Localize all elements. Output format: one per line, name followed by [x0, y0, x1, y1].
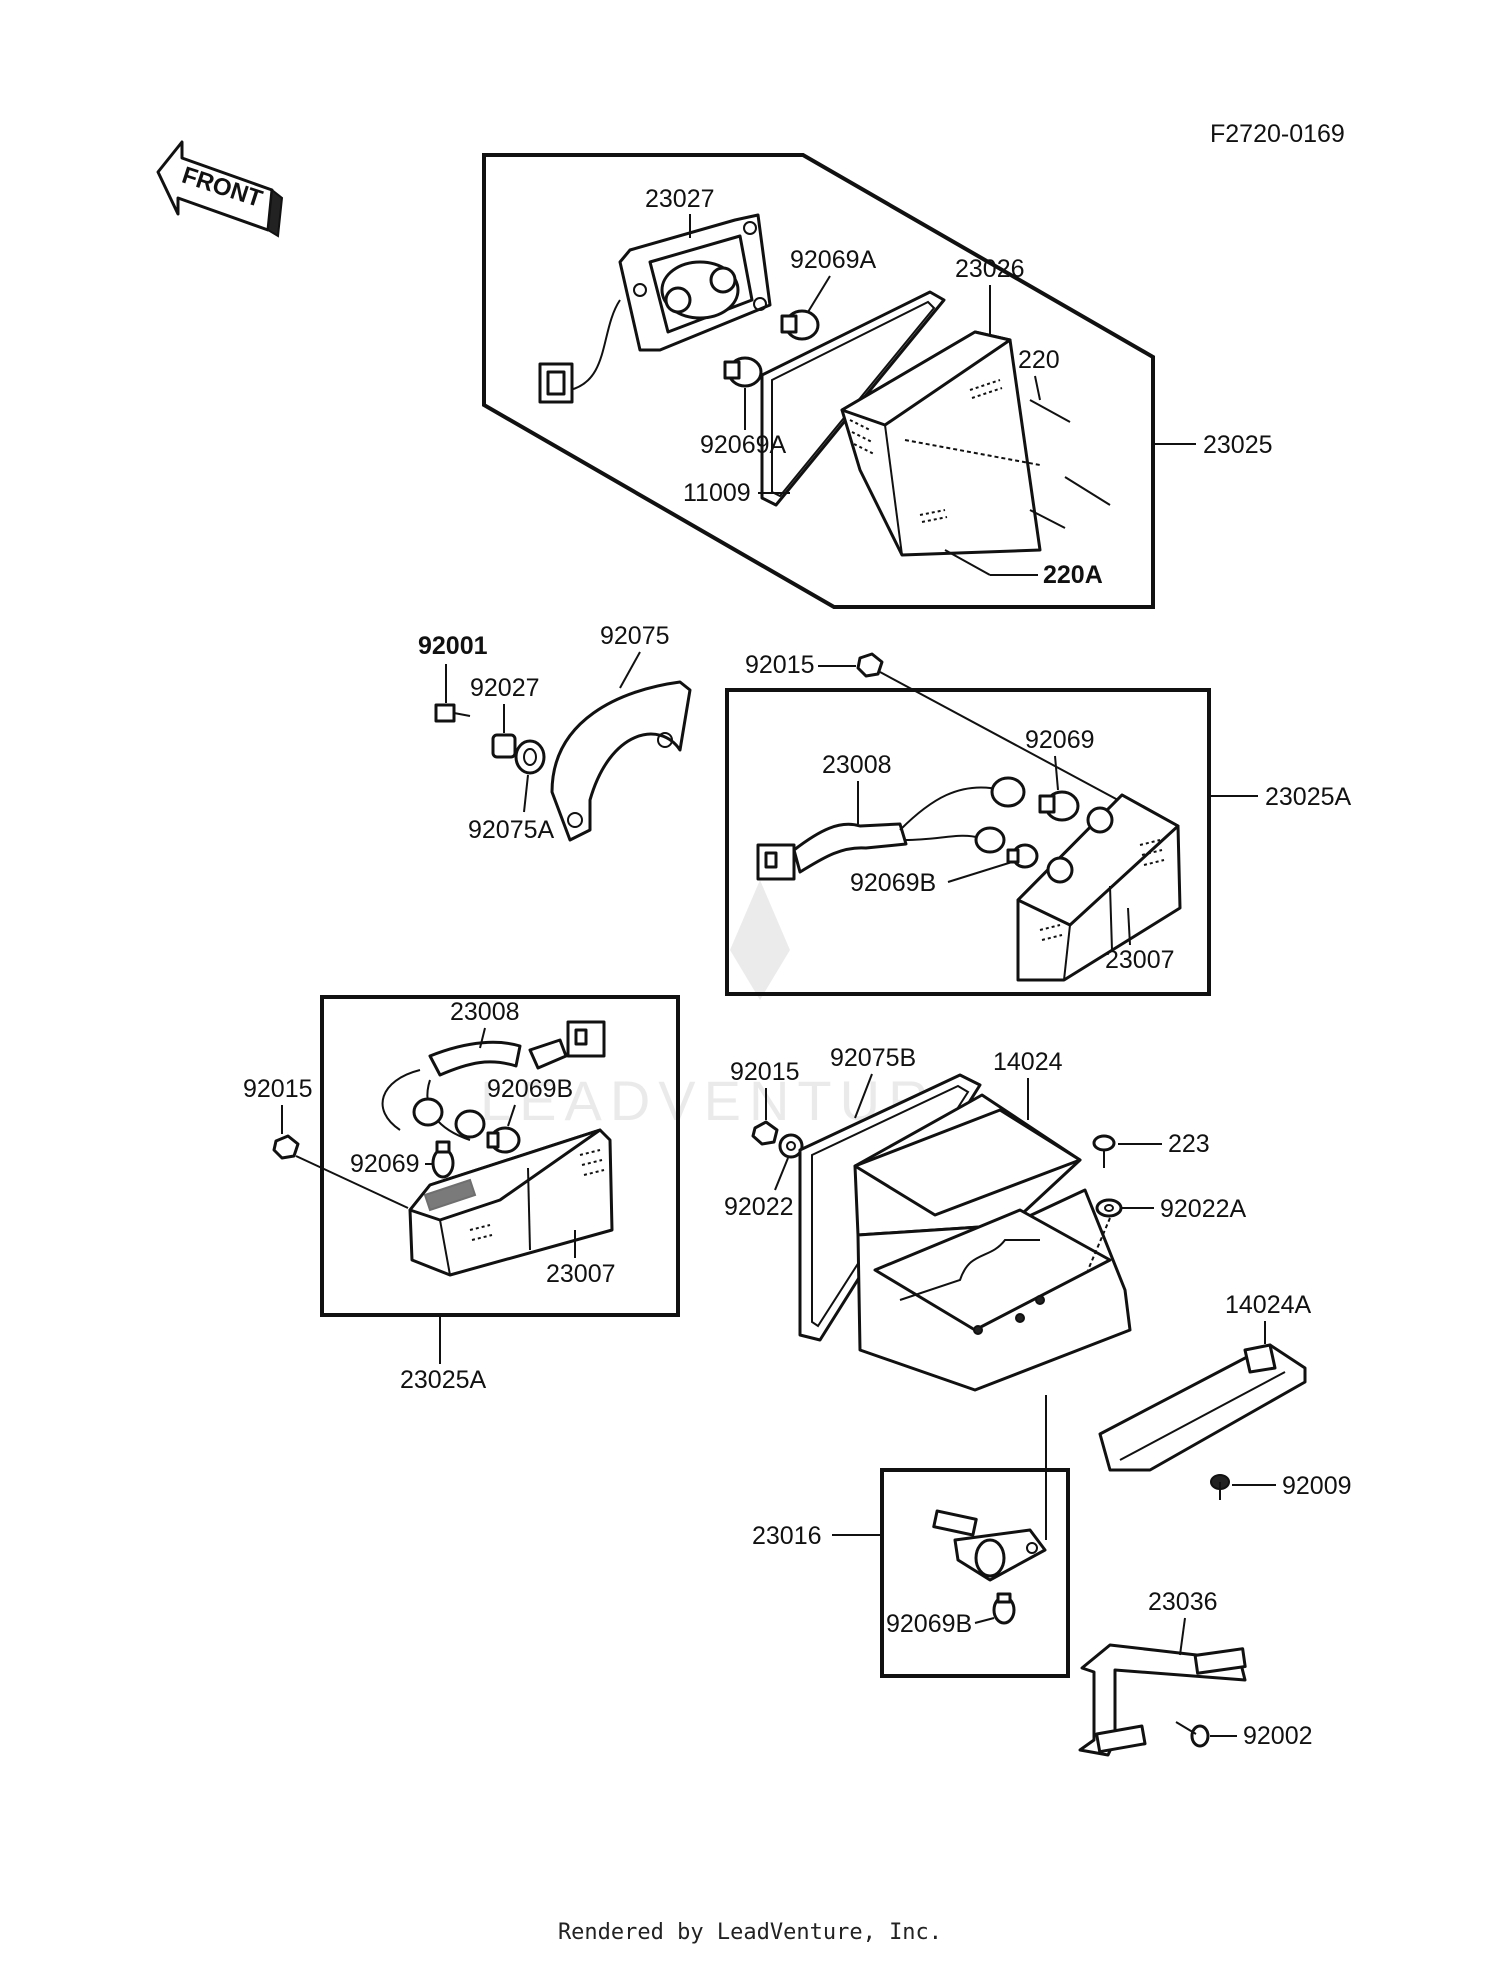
assembly-23025A-left-frame [320, 995, 680, 1317]
label-23025A-left: 23025A [400, 1366, 487, 1394]
label-92069B-left: 92069B [487, 1075, 573, 1103]
label-23007-left: 23007 [546, 1260, 616, 1288]
label-23036: 23036 [1148, 1588, 1218, 1616]
label-14024: 14024 [993, 1048, 1063, 1076]
part-92015-nut-left [272, 1134, 300, 1160]
part-220-screw [1029, 399, 1111, 529]
part-23036-bracket [1078, 1643, 1247, 1757]
part-92069B-bulb-left [486, 1126, 521, 1154]
label-92022: 92022 [724, 1193, 794, 1221]
part-14024A-cover [1098, 1343, 1307, 1472]
part-92015-nut-center [751, 1120, 779, 1146]
part-220A-screw [944, 549, 991, 576]
part-92075-bracket [550, 680, 692, 842]
front-arrow-icon: FRONT [156, 140, 284, 238]
label-220: 220 [1018, 346, 1060, 374]
part-23008-harness-right [756, 776, 1026, 881]
part-92069B-bulb-right [1006, 843, 1039, 869]
label-23008-right: 23008 [822, 751, 892, 779]
label-92075B: 92075B [830, 1044, 916, 1072]
label-14024A: 14024A [1225, 1291, 1312, 1319]
part-223-screw [1092, 1134, 1116, 1168]
label-23007-right: 23007 [1105, 946, 1175, 974]
part-23026-lens [840, 330, 1042, 557]
part-92075A-grommet [514, 739, 546, 775]
label-92001: 92001 [418, 632, 488, 660]
label-92069A-bottom: 92069A [700, 431, 787, 459]
label-92015-center: 92015 [730, 1058, 800, 1086]
part-23027-lamp-base [538, 213, 772, 404]
label-11009: 11009 [683, 479, 751, 507]
label-92022A: 92022A [1160, 1195, 1247, 1223]
part-92002-bolt [1175, 1721, 1210, 1748]
assembly-23016-frame [880, 1468, 1070, 1678]
part-92015-nut-right [856, 652, 884, 678]
label-92075: 92075 [600, 622, 670, 650]
part-14024-housing [853, 1093, 1132, 1392]
part-92022A-washer [1095, 1198, 1123, 1218]
part-92009-screw [1210, 1474, 1230, 1500]
part-92069A-bulb-top [780, 309, 820, 341]
label-92069-right: 92069 [1025, 726, 1095, 754]
part-23008-harness-left [381, 1020, 606, 1141]
label-92069B-right: 92069B [850, 869, 936, 897]
label-23025: 23025 [1203, 431, 1273, 459]
part-92022-washer [778, 1133, 804, 1159]
part-92069A-bulb-bottom [723, 356, 763, 388]
label-220A: 220A [1043, 561, 1103, 589]
part-23016-lamp-socket [932, 1509, 1047, 1582]
diagram-id: F2720-0169 [1210, 120, 1345, 148]
footer-credit: Rendered by LeadVenture, Inc. [557, 1920, 943, 1945]
part-23007-lamp-left [408, 1128, 614, 1277]
label-23027: 23027 [645, 185, 715, 213]
label-23008-left: 23008 [450, 998, 520, 1026]
assembly-23025A-right-frame [725, 688, 1211, 996]
label-223: 223 [1168, 1130, 1210, 1158]
label-23016: 23016 [752, 1522, 822, 1550]
label-92009: 92009 [1282, 1472, 1352, 1500]
label-23025A-right: 23025A [1265, 783, 1352, 811]
label-92069-left: 92069 [350, 1150, 420, 1178]
label-92075A: 92075A [468, 816, 555, 844]
part-92069-bulb-left [431, 1140, 455, 1179]
label-92069B-center: 92069B [886, 1610, 972, 1638]
label-92027: 92027 [470, 674, 540, 702]
label-92069A-top: 92069A [790, 246, 877, 274]
part-23007-lamp-right [1016, 793, 1182, 982]
part-92027-collar [491, 733, 517, 759]
part-92069-bulb-right [1038, 790, 1080, 822]
label-23026: 23026 [955, 255, 1025, 283]
label-92002: 92002 [1243, 1722, 1313, 1750]
assembly-23025-frame [482, 153, 1155, 609]
label-92015-right: 92015 [745, 651, 815, 679]
part-92001-bolt [434, 703, 471, 723]
part-92069B-bulb-center [992, 1592, 1016, 1625]
label-92015-left: 92015 [243, 1075, 313, 1103]
